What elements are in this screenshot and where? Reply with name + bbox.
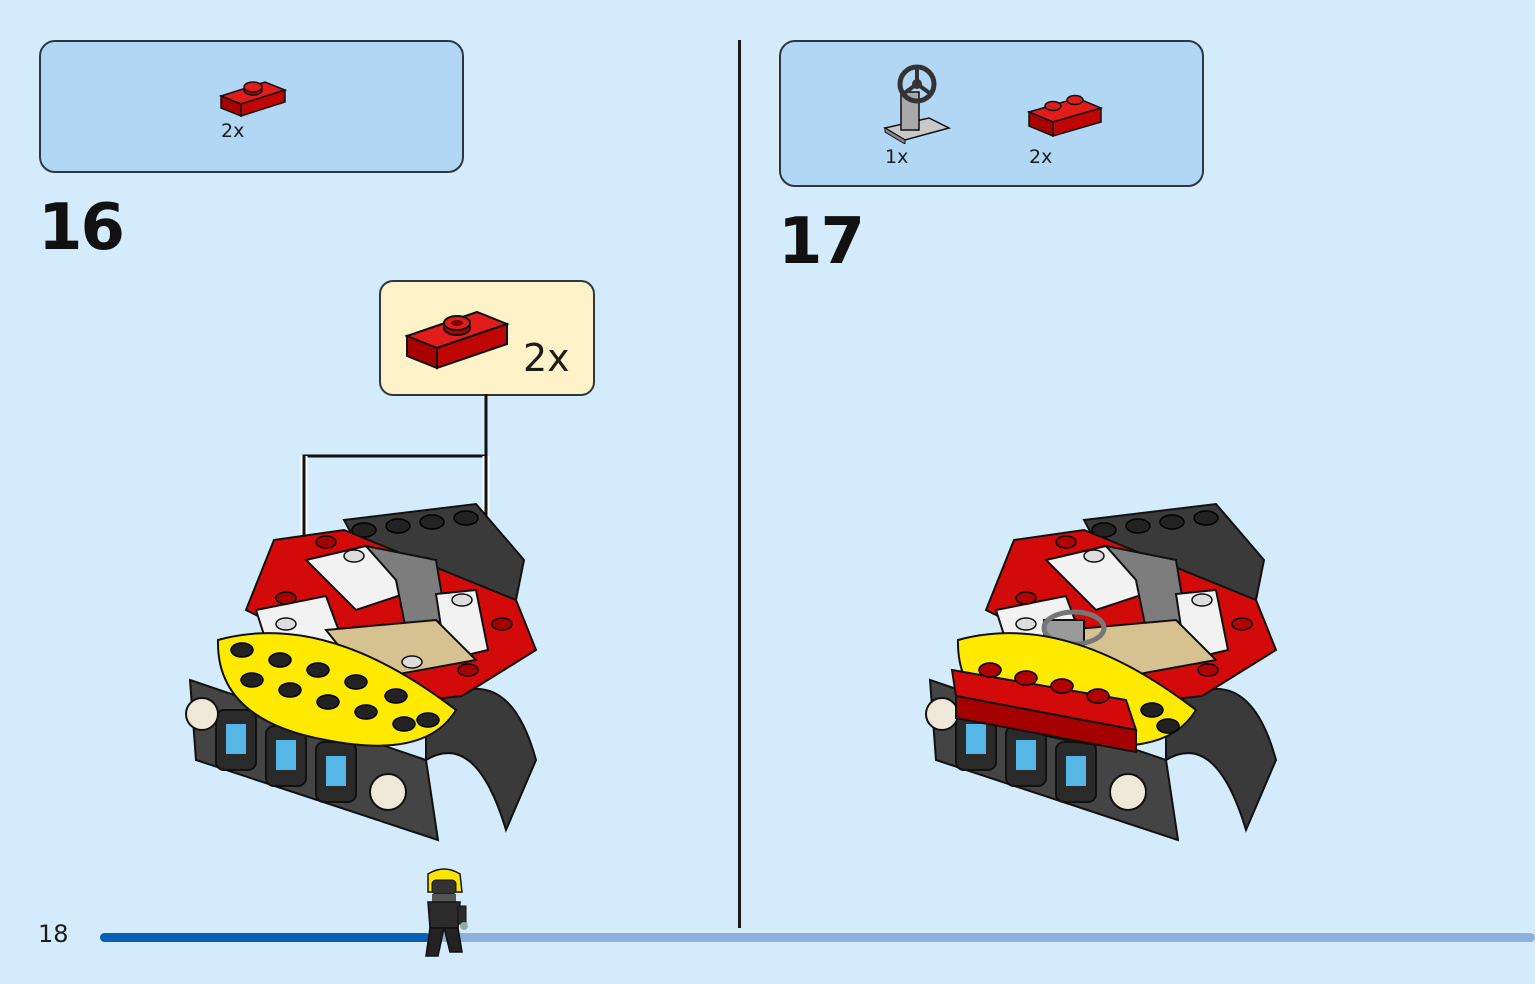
progress-fill — [100, 933, 430, 942]
progress-track — [100, 933, 1535, 942]
part-qty: 1x — [885, 146, 909, 168]
part-qty: 2x — [1029, 146, 1053, 168]
step-number-17: 17 — [778, 205, 865, 279]
car-model-step-16 — [185, 502, 538, 842]
callout-qty: 2x — [523, 336, 570, 380]
car-model-step-17 — [925, 502, 1278, 842]
minifigure-progress-icon — [425, 868, 468, 957]
page-number: 18 — [38, 920, 69, 948]
red-plate-icon — [1026, 94, 1104, 138]
step-number-16: 16 — [38, 191, 125, 265]
parts-box-step-17: 1x 2x — [779, 40, 1204, 187]
step-divider — [738, 40, 741, 928]
parts-box-step-16: 2x — [39, 40, 464, 173]
red-jumper-plate-icon — [218, 81, 288, 118]
callout-step-16: 2x — [379, 280, 595, 396]
red-jumper-plate-icon — [404, 310, 510, 370]
steering-wheel-icon — [883, 64, 952, 144]
part-qty: 2x — [221, 120, 245, 142]
